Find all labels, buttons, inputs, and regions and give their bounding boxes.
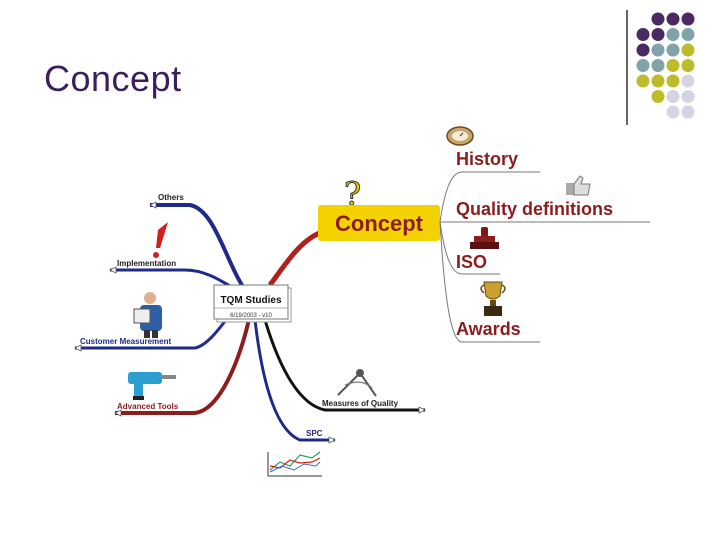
child-quality-definitions: Quality definitions [456,199,613,219]
decorative-dot [666,28,680,41]
central-node-subtitle: 6/19/2003 - v10 [230,313,272,319]
stamp-icon [470,227,499,249]
line-graph-icon [267,451,322,477]
decorative-dot [651,74,665,88]
decorative-dot [681,43,695,57]
topic-customer-measurement: Customer Measurement [80,337,171,346]
slide-title: Concept [44,58,182,99]
arrow-others [149,201,157,209]
thumbs-up-icon [566,175,591,196]
topic-measures-of-quality: Measures of Quality [322,399,399,408]
decorative-dot [666,59,680,72]
decorative-dot [651,59,665,72]
branch-others [150,203,247,292]
arrow-customer-measurement [74,344,82,352]
decorative-dot [666,43,680,57]
arrow-advanced-tools [114,409,122,417]
arrow-spc [328,436,336,444]
question-mark-icon: ? [344,175,361,213]
connector-history [439,171,540,223]
child-iso: ISO [456,252,487,272]
person-icon [133,292,162,338]
arrow-implementation [109,266,117,274]
connector-awards [439,221,540,343]
decorative-dot [666,105,680,119]
branch-advanced-tools [115,314,252,415]
decorative-dot [651,43,665,57]
divider-line [626,10,628,125]
topic-others: Others [158,193,184,202]
topic-spc: SPC [306,429,323,438]
decorative-dot [666,74,680,88]
decorative-dot [636,59,650,72]
connector-iso [439,221,500,275]
decorative-dot [636,28,650,41]
decorative-dot [651,90,665,103]
decorative-dot-grid [636,12,695,119]
decorative-dot [681,28,695,41]
decorative-dot [636,74,650,88]
central-node: TQM Studies 6/19/2003 - v10 [213,284,292,323]
decorative-dot [681,90,695,103]
branch-measures [263,319,425,412]
clock-icon [446,126,474,146]
decorative-dot [666,12,680,26]
decorative-dot [681,59,695,72]
decorative-dot [636,43,650,57]
arrow-measures [418,406,426,414]
compass-icon [337,369,377,397]
topic-implementation: Implementation [117,259,176,268]
decorative-dot [651,12,665,26]
exclamation-icon [153,222,168,258]
branch-concept [267,229,323,287]
decorative-dot [681,74,695,88]
decorative-dot [666,90,680,103]
trophy-icon [480,281,506,316]
concept-label: Concept [335,211,424,236]
drill-icon [128,372,176,400]
child-awards: Awards [456,319,521,339]
branch-spc [253,319,335,442]
central-node-title: TQM Studies [220,295,282,306]
decorative-dot [681,12,695,26]
topic-advanced-tools: Advanced Tools [117,402,179,411]
concept-node: Concept [318,205,440,241]
child-history: History [456,149,518,169]
decorative-dot [681,105,695,119]
decorative-dot [651,28,665,41]
